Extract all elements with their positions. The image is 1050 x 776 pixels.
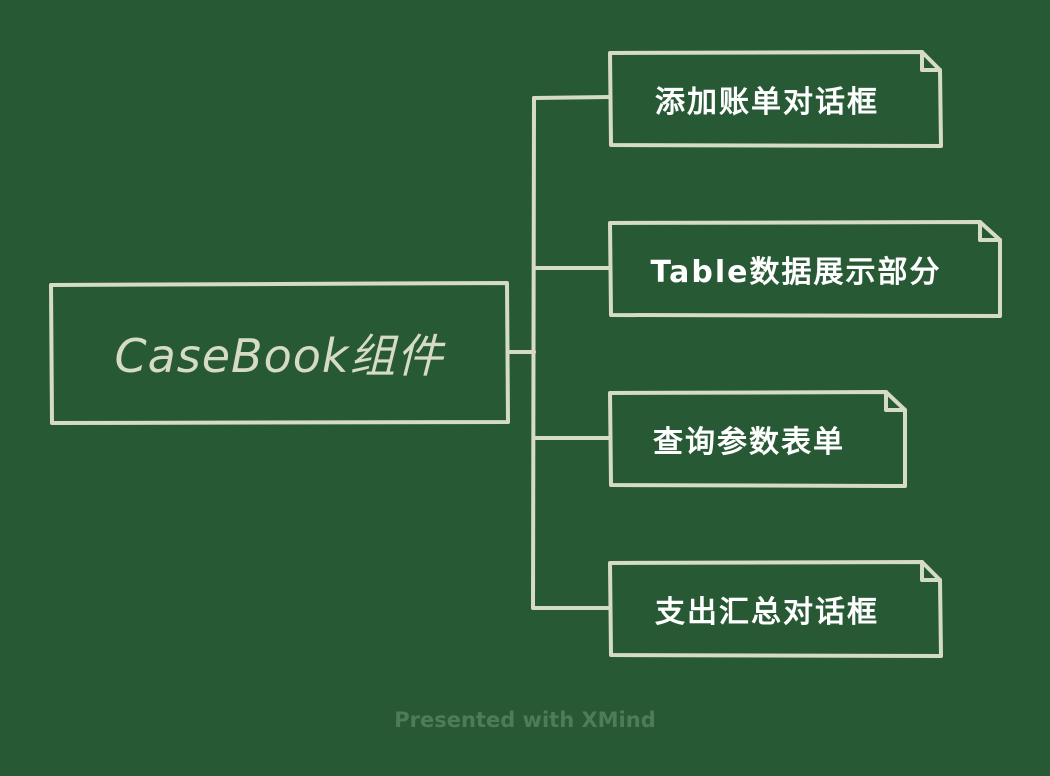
branch-topic-table-display[interactable]: Table数据展示部分 [612,224,980,314]
branch-2-border [608,220,1002,318]
branch-topic-label: Table数据展示部分 [650,255,942,290]
branch-topic-label: 查询参数表单 [653,425,845,460]
branch-topic-query-form[interactable]: 查询参数表单 [612,394,886,484]
branch-connector-1 [532,95,612,100]
trunk-line [531,96,536,610]
root-topic[interactable]: CaseBook组件 [50,283,508,423]
branch-topic-expense-summary-dialog[interactable]: 支出汇总对话框 [612,564,922,654]
branch-3-fold [884,390,907,412]
branch-topic-label: 添加账单对话框 [655,85,879,120]
branch-4-fold [920,560,942,582]
branch-1-fold [920,50,942,72]
root-topic-border [49,281,510,425]
presented-with-footer: Presented with XMind [394,708,656,732]
branch-4-border [608,560,943,658]
branch-2-fold [978,220,1002,242]
branch-topic-label: 支出汇总对话框 [655,595,879,630]
branch-topic-add-bill-dialog[interactable]: 添加账单对话框 [612,54,922,144]
branch-1-border [608,50,943,148]
branch-3-border [608,390,907,488]
root-topic-label: CaseBook组件 [114,329,444,383]
